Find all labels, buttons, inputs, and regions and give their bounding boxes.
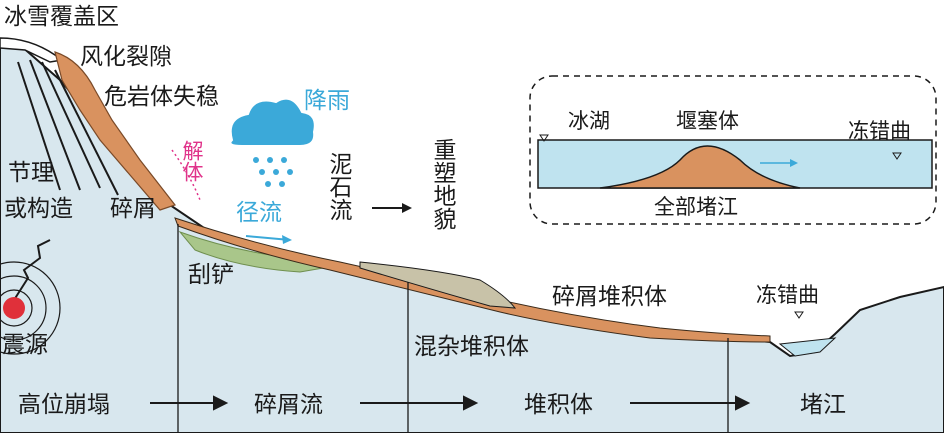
label-disintegration: 解体	[180, 140, 204, 182]
label-scour: 刮铲	[188, 262, 234, 288]
label-mixed-deposit: 混杂堆积体	[414, 334, 529, 360]
label-debris-deposit: 碎屑堆积体	[552, 284, 667, 310]
inset-dam	[599, 145, 801, 189]
label-unstable-rock: 危岩体失稳	[104, 84, 219, 110]
mudflow-bump	[359, 261, 517, 309]
inset-lake-marker	[539, 134, 549, 142]
runoff-arrowhead	[282, 235, 292, 244]
label-reshape: 重塑地貌	[429, 138, 457, 230]
label-weathering: 风化裂隙	[80, 44, 172, 70]
inset-river-marker	[892, 152, 902, 160]
inset-label-lake: 冰湖	[568, 109, 610, 133]
cliff-rock	[54, 51, 176, 211]
reshape-arrowhead	[402, 203, 412, 213]
label-joints-1: 节理	[8, 160, 54, 186]
label-runoff: 径流	[236, 200, 282, 226]
stage-dividers	[177, 224, 729, 433]
joint-lines	[17, 59, 119, 196]
inset-label-river: 冻错曲	[848, 119, 911, 143]
label-river-main: 冻错曲	[756, 283, 819, 307]
label-source: 震源	[2, 332, 48, 358]
inset-label-dam: 堰塞体	[676, 109, 739, 133]
stage-label-3: 堆积体	[524, 392, 593, 418]
stage-label-2: 碎屑流	[254, 392, 323, 418]
label-ice-cover: 冰雪覆盖区	[4, 4, 119, 30]
label-debris-flow: 碎屑	[110, 196, 156, 222]
stage-label-4: 堵江	[800, 392, 846, 418]
river-marker	[794, 311, 804, 319]
label-mud-flow: 泥石流	[325, 152, 353, 221]
source-dot	[3, 297, 25, 319]
rain-drops	[253, 157, 293, 187]
seismic-rings	[0, 239, 61, 355]
inset-flow-arrowhead	[790, 159, 798, 167]
inset-label-blockage: 全部堵江	[654, 195, 738, 219]
ice-cap	[0, 37, 64, 63]
river-water	[778, 337, 837, 357]
label-joints-2: 或构造	[4, 196, 73, 222]
stage-label-1: 高位崩塌	[18, 392, 110, 418]
stage-arrows	[150, 395, 751, 411]
label-rain: 降雨	[304, 88, 350, 114]
rain-cloud	[229, 97, 316, 147]
